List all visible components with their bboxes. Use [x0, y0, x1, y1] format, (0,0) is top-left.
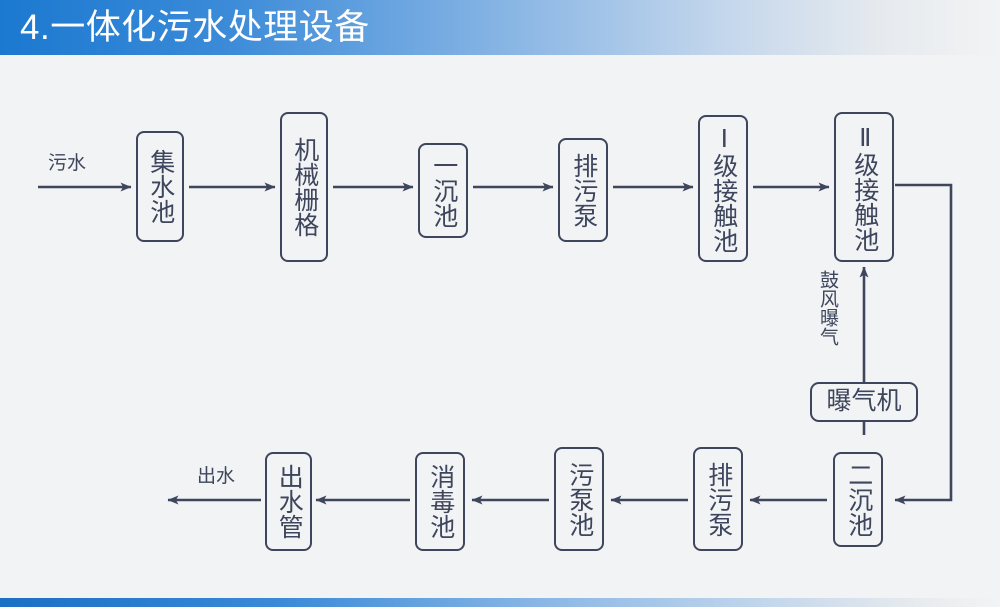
slide-footer-bar: [0, 598, 1000, 607]
flowchart-canvas: 集水池 机械栅格 一沉池 排污泵 Ⅰ级接触池 Ⅱ级接触池 鼓风曝气 曝气机 二沉…: [0, 55, 1000, 598]
slide-header-bar: 4.一体化污水处理设备: [0, 0, 1000, 55]
node-paiwubeng2[interactable]: 排污泵: [693, 447, 743, 551]
arrow-erjijiechu-to-erchenchi: [894, 183, 953, 505]
node-jixieshange[interactable]: 机械栅格: [280, 112, 328, 262]
node-puqiji[interactable]: 曝气机: [810, 382, 918, 422]
node-jishuichi[interactable]: 集水池: [136, 131, 184, 242]
label-inlet: 污水: [48, 153, 87, 174]
node-erjijiechuchi[interactable]: Ⅱ级接触池: [834, 112, 894, 262]
label-outlet: 出水: [197, 466, 236, 487]
node-yijijiechuchi[interactable]: Ⅰ级接触池: [698, 115, 748, 262]
node-yichenchi[interactable]: 一沉池: [418, 143, 468, 238]
node-paiwubeng[interactable]: 排污泵: [558, 138, 608, 242]
node-wubengchi[interactable]: 污泵池: [554, 447, 604, 551]
label-aeration: 鼓风曝气: [817, 270, 838, 346]
node-chushuiguan[interactable]: 出水管: [265, 452, 312, 551]
node-xiaoduchi[interactable]: 消毒池: [415, 452, 465, 551]
page-title: 4.一体化污水处理设备: [20, 8, 370, 47]
node-erchenchi[interactable]: 二沉池: [833, 452, 883, 547]
